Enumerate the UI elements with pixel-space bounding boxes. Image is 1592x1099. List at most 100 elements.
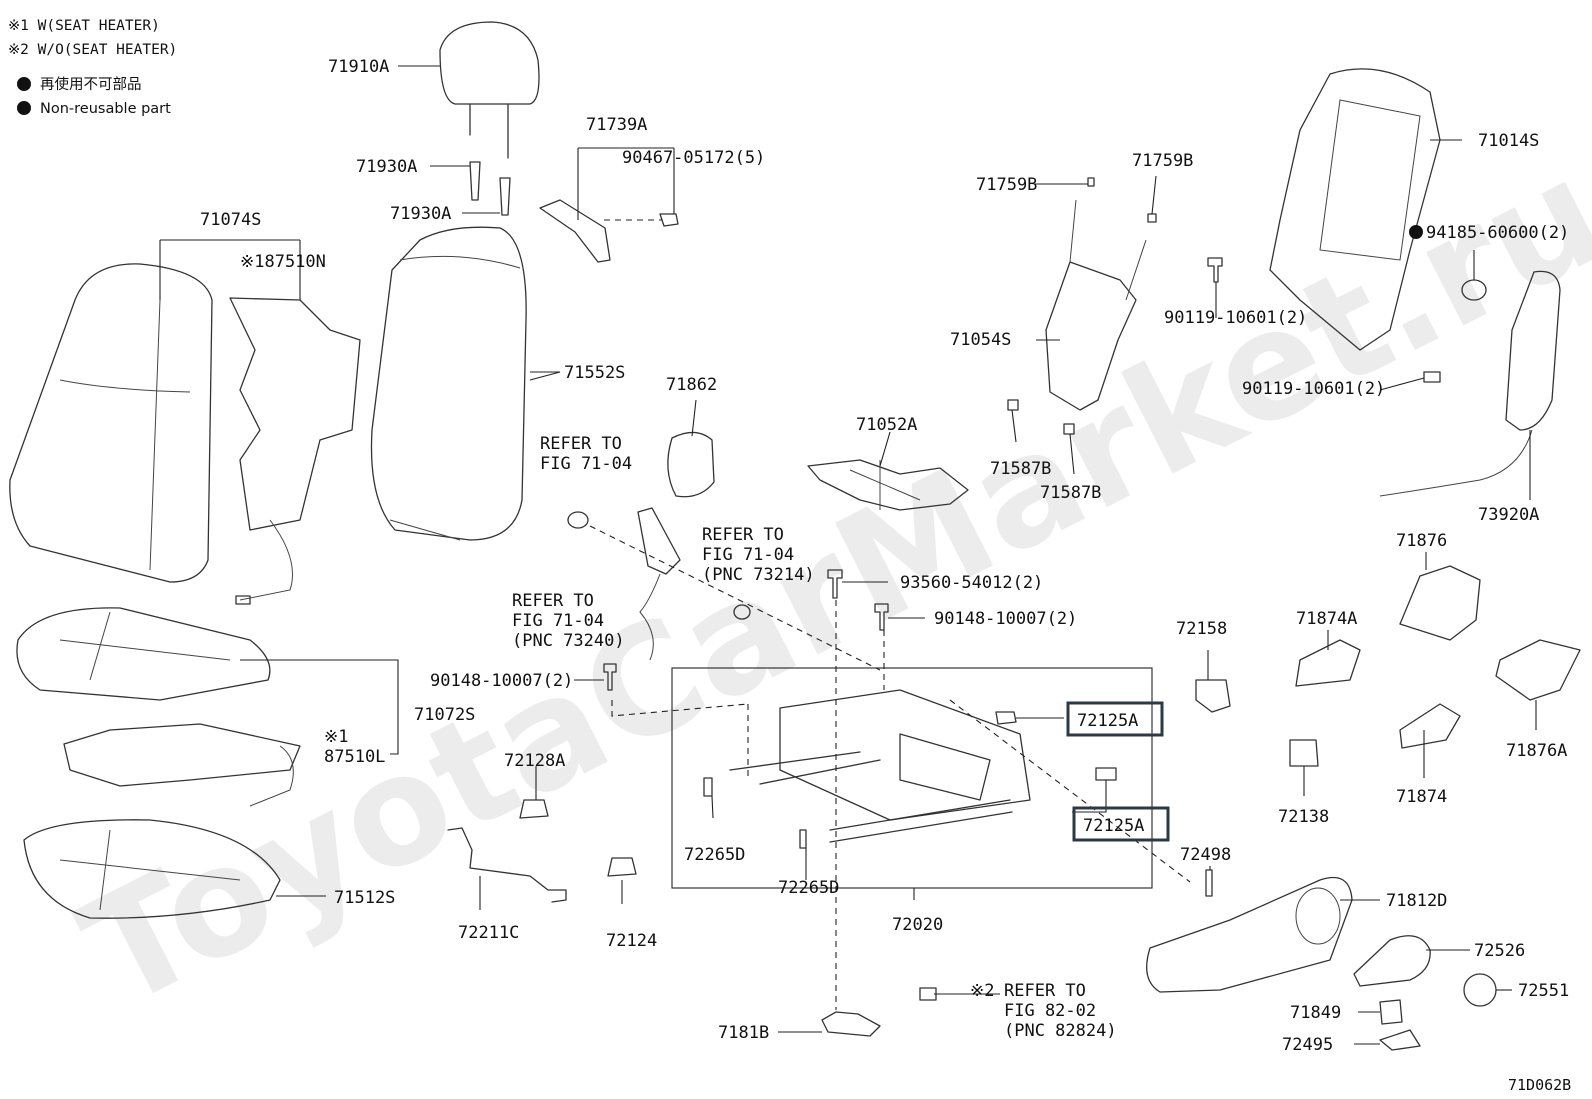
part-label-72158[interactable]: 72158	[1176, 619, 1227, 639]
connector-drawing	[919, 987, 937, 1001]
part-label-87510L[interactable]: 87510L	[324, 747, 385, 767]
part-labels: 71910A 71930A 71930A 71739A 90467-05172(…	[200, 57, 1569, 1055]
refer-to-fig-82-02[interactable]: REFER TO	[1004, 981, 1086, 1001]
clip-72124-drawing	[607, 857, 637, 877]
part-label-71862[interactable]: 71862	[666, 375, 717, 395]
seat-track-drawing	[779, 689, 1031, 821]
part-label-72551[interactable]: 72551	[1518, 981, 1569, 1001]
part-label-73920A[interactable]: 73920A	[1478, 505, 1539, 525]
cover-71874-drawing	[1399, 703, 1461, 749]
refer-fig-number[interactable]: FIG 71-04	[540, 454, 632, 474]
part-label-72265D[interactable]: 72265D	[778, 878, 839, 898]
refer-fig-number[interactable]: FIG 71-04	[512, 611, 604, 631]
part-label-72495[interactable]: 72495	[1282, 1035, 1333, 1055]
part-label-71910A[interactable]: 71910A	[328, 57, 389, 77]
refer-to-fig-71-04-pnc-73240[interactable]: REFER TO	[512, 591, 594, 611]
part-72138-drawing	[1289, 739, 1319, 767]
highlight-box-72125A-upper	[1066, 701, 1164, 737]
part-label-71930A[interactable]: 71930A	[356, 157, 417, 177]
refer-pnc[interactable]: (PNC 73240)	[512, 631, 625, 651]
part-label-72138[interactable]: 72138	[1278, 807, 1329, 827]
refer-fig-number[interactable]: FIG 82-02	[1004, 1001, 1096, 1021]
cap-72551-drawing	[1463, 973, 1497, 1007]
cover-71876-drawing	[1399, 565, 1481, 641]
part-label-90148-10007-left[interactable]: 90148-10007(2)	[430, 671, 573, 691]
seat-cushion-cover-drawing	[16, 607, 271, 701]
part-label-90467-05172[interactable]: 90467-05172(5)	[622, 148, 765, 168]
part-label-71849[interactable]: 71849	[1290, 1003, 1341, 1023]
part-label-71930A[interactable]: 71930A	[390, 204, 451, 224]
legend-en: Non-reusable part	[40, 101, 171, 117]
part-label-71812D[interactable]: 71812D	[1386, 891, 1447, 911]
side-shield-drawing	[1146, 876, 1353, 993]
part-label-71739A[interactable]: 71739A	[586, 115, 647, 135]
part-label-7181B[interactable]: 7181B	[718, 1023, 769, 1043]
part-label-71054S[interactable]: 71054S	[950, 330, 1011, 350]
part-label-72125A[interactable]: 72125A	[1083, 816, 1144, 836]
non-reusable-dot-icon	[1409, 225, 1423, 239]
part-label-72211C[interactable]: 72211C	[458, 923, 519, 943]
part-label-71876A[interactable]: 71876A	[1506, 741, 1567, 761]
cover-71876A-drawing	[1495, 639, 1581, 701]
part-label-72265D[interactable]: 72265D	[684, 845, 745, 865]
note-seat-heater: ※1 W(SEAT HEATER)	[8, 18, 160, 34]
part-label-71074S[interactable]: 71074S	[200, 210, 261, 230]
part-label-71874[interactable]: 71874	[1396, 787, 1447, 807]
heater-mark: ※1	[324, 727, 348, 747]
part-label-71072S[interactable]: 71072S	[414, 705, 475, 725]
refer-to-fig-71-04-pnc-73214[interactable]: REFER TO	[702, 525, 784, 545]
refer-mark: ※2	[970, 981, 994, 1001]
part-label-72124[interactable]: 72124	[606, 931, 657, 951]
header-notes: ※1 W(SEAT HEATER) ※2 W/O(SEAT HEATER) 再使…	[8, 18, 177, 117]
seatback-cover-drawing	[9, 263, 213, 583]
part-label-90119-10601[interactable]: 90119-10601(2)	[1164, 308, 1307, 328]
part-label-93560-54012[interactable]: 93560-54012(2)	[900, 573, 1043, 593]
reference-notes: REFER TO FIG 71-04 REFER TO FIG 71-04 (P…	[512, 434, 1117, 1041]
refer-pnc[interactable]: (PNC 82824)	[1004, 1021, 1117, 1041]
part-label-71874A[interactable]: 71874A	[1296, 609, 1357, 629]
part-label-87510N[interactable]: ※187510N	[240, 252, 326, 272]
bolt-drawing	[603, 663, 617, 691]
part-label-90119-10601[interactable]: 90119-10601(2)	[1242, 379, 1385, 399]
part-72526-drawing	[1353, 935, 1431, 987]
figure-code: 71D062B	[1508, 1076, 1571, 1094]
part-label-71512S[interactable]: 71512S	[334, 888, 395, 908]
refer-to-fig-71-04[interactable]: REFER TO	[540, 434, 622, 454]
part-drawings	[9, 21, 1581, 1051]
part-label-71052A[interactable]: 71052A	[856, 415, 917, 435]
grommet-drawing	[567, 511, 589, 529]
part-label-71876[interactable]: 71876	[1396, 531, 1447, 551]
cover-71874A-drawing	[1295, 639, 1361, 687]
seat-cushion-pad-drawing	[23, 819, 281, 919]
refer-fig-number[interactable]: FIG 71-04	[702, 545, 794, 565]
part-label-71759B[interactable]: 71759B	[976, 175, 1037, 195]
headrest-drawing	[439, 21, 540, 105]
part-label-71587B[interactable]: 71587B	[1040, 483, 1101, 503]
seatback-frame-drawing	[1269, 68, 1441, 351]
clip-72128A-drawing	[519, 799, 549, 819]
part-label-71552S[interactable]: 71552S	[564, 363, 625, 383]
part-label-71014S[interactable]: 71014S	[1478, 131, 1539, 151]
legend-jp: 再使用不可部品	[40, 76, 142, 93]
part-72158-drawing	[1195, 679, 1231, 713]
part-label-94185-60600[interactable]: 94185-60600(2)	[1426, 223, 1569, 243]
bracket-71739A-drawing	[539, 199, 611, 263]
dashed-guides	[589, 219, 1191, 1010]
part-label-71587B[interactable]: 71587B	[990, 459, 1051, 479]
part-label-72526[interactable]: 72526	[1474, 941, 1525, 961]
part-label-71759B[interactable]: 71759B	[1132, 151, 1193, 171]
part-label-72498[interactable]: 72498	[1180, 845, 1231, 865]
lever-7181B-drawing	[821, 1011, 881, 1037]
part-label-72128A[interactable]: 72128A	[504, 751, 565, 771]
seat-track-group-box	[671, 667, 1153, 889]
part-label-72020[interactable]: 72020	[892, 915, 943, 935]
rod-72211C-drawing	[447, 827, 567, 903]
part-label-90148-10007-right[interactable]: 90148-10007(2)	[934, 609, 1077, 629]
frame-71054S-drawing	[1045, 261, 1137, 411]
refer-pnc[interactable]: (PNC 73214)	[702, 565, 815, 585]
seatbelt-buckle-drawing	[637, 507, 681, 575]
non-reusable-dot-icon	[17, 77, 31, 91]
trim-71862-drawing	[667, 431, 715, 498]
part-label-72125A[interactable]: 72125A	[1077, 711, 1138, 731]
